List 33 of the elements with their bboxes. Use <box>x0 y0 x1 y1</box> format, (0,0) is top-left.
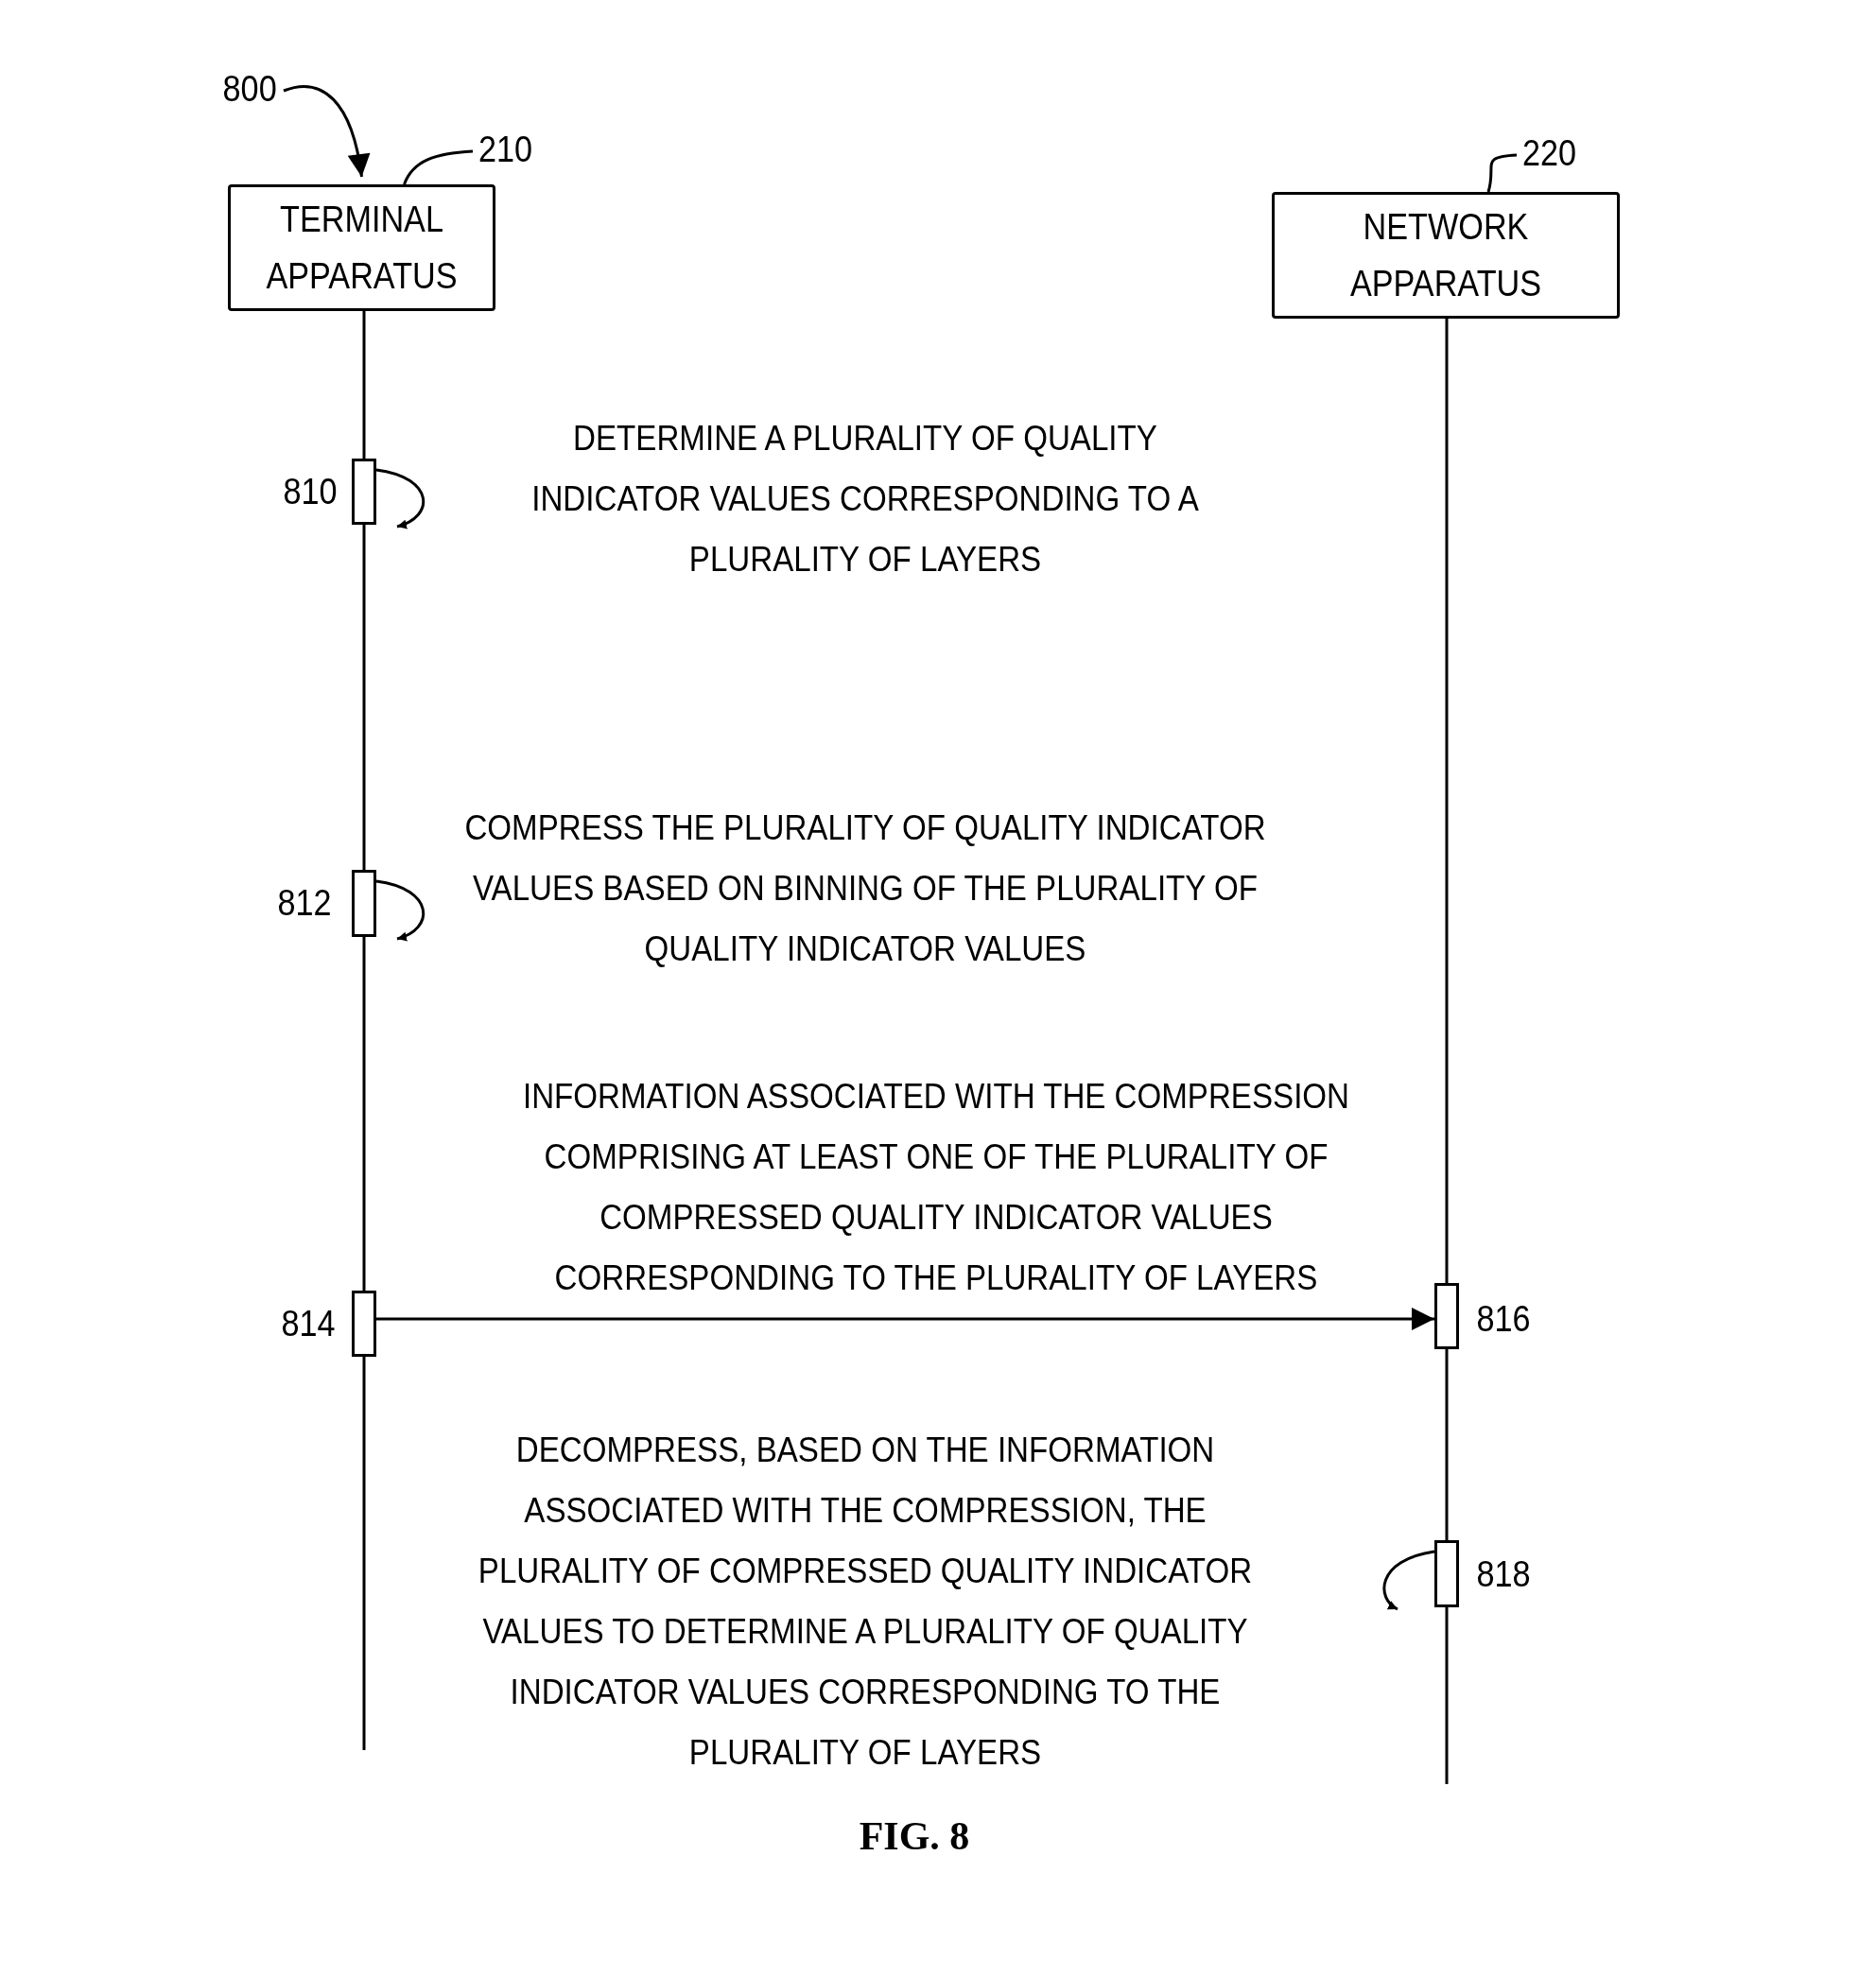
entity-box: NETWORK APPARATUS <box>1272 192 1620 319</box>
activation-bar <box>352 459 376 525</box>
lifeline <box>1445 319 1449 1283</box>
arrow <box>376 1308 1434 1330</box>
step-text: DETERMINE A PLURALITY OF QUALITY INDICATOR VALUES CORRESPONDING TO A PLURALITY OF LAYERS <box>530 418 1200 581</box>
self-arrow <box>1382 1550 1435 1611</box>
activation-bar <box>352 870 376 937</box>
reference-number: 210 <box>478 129 547 174</box>
leader-arrow <box>283 85 370 178</box>
reference-number: 818 <box>1475 1553 1532 1595</box>
lifeline <box>362 1357 366 1750</box>
reference-number: 220 <box>1522 132 1590 178</box>
lifeline <box>1445 1349 1449 1540</box>
self-arrow <box>375 879 425 941</box>
reference-number: 800 <box>222 68 285 113</box>
step-text: COMPRESS THE PLURALITY OF QUALITY INDICATOR VALUES BASED ON BINNING OF THE PLURALITY OF QUALITY INDICATOR VALUES <box>463 807 1267 970</box>
lifeline <box>362 525 366 870</box>
step-text: DECOMPRESS, BASED ON THE INFORMATION ASSOCIATED WITH THE COMPRESSION, THE PLURALITY OF COMPRESSED QUALITY INDICATOR VALUES TO DETERMINE A PLURALITY OF QUALITY INDICATOR VALUES CORRESPONDING TO THE PLURALITY OF LAYERS <box>477 1430 1254 1774</box>
reference-number: 812 <box>276 882 333 924</box>
figure-caption: FIG. 8 <box>858 1813 971 1859</box>
activation-bar <box>1434 1540 1459 1607</box>
activation-bar <box>352 1291 376 1357</box>
lifeline <box>362 937 366 1291</box>
entity-box: TERMINAL APPARATUS <box>228 184 495 311</box>
lifeline <box>362 311 366 459</box>
lifeline <box>1445 1607 1449 1784</box>
reference-number: 814 <box>280 1303 337 1344</box>
reference-number: 816 <box>1475 1298 1532 1340</box>
activation-bar <box>1434 1283 1459 1349</box>
edge-label: INFORMATION ASSOCIATED WITH THE COMPRESSION COMPRISING AT LEAST ONE OF THE PLURALITY OF COMPRESSED QUALITY INDICATOR VALUES CORRESPONDING TO THE PLURALITY OF LAYERS <box>521 1076 1351 1299</box>
leader-line <box>403 149 474 185</box>
self-arrow <box>375 468 425 529</box>
reference-number: 810 <box>282 471 339 512</box>
